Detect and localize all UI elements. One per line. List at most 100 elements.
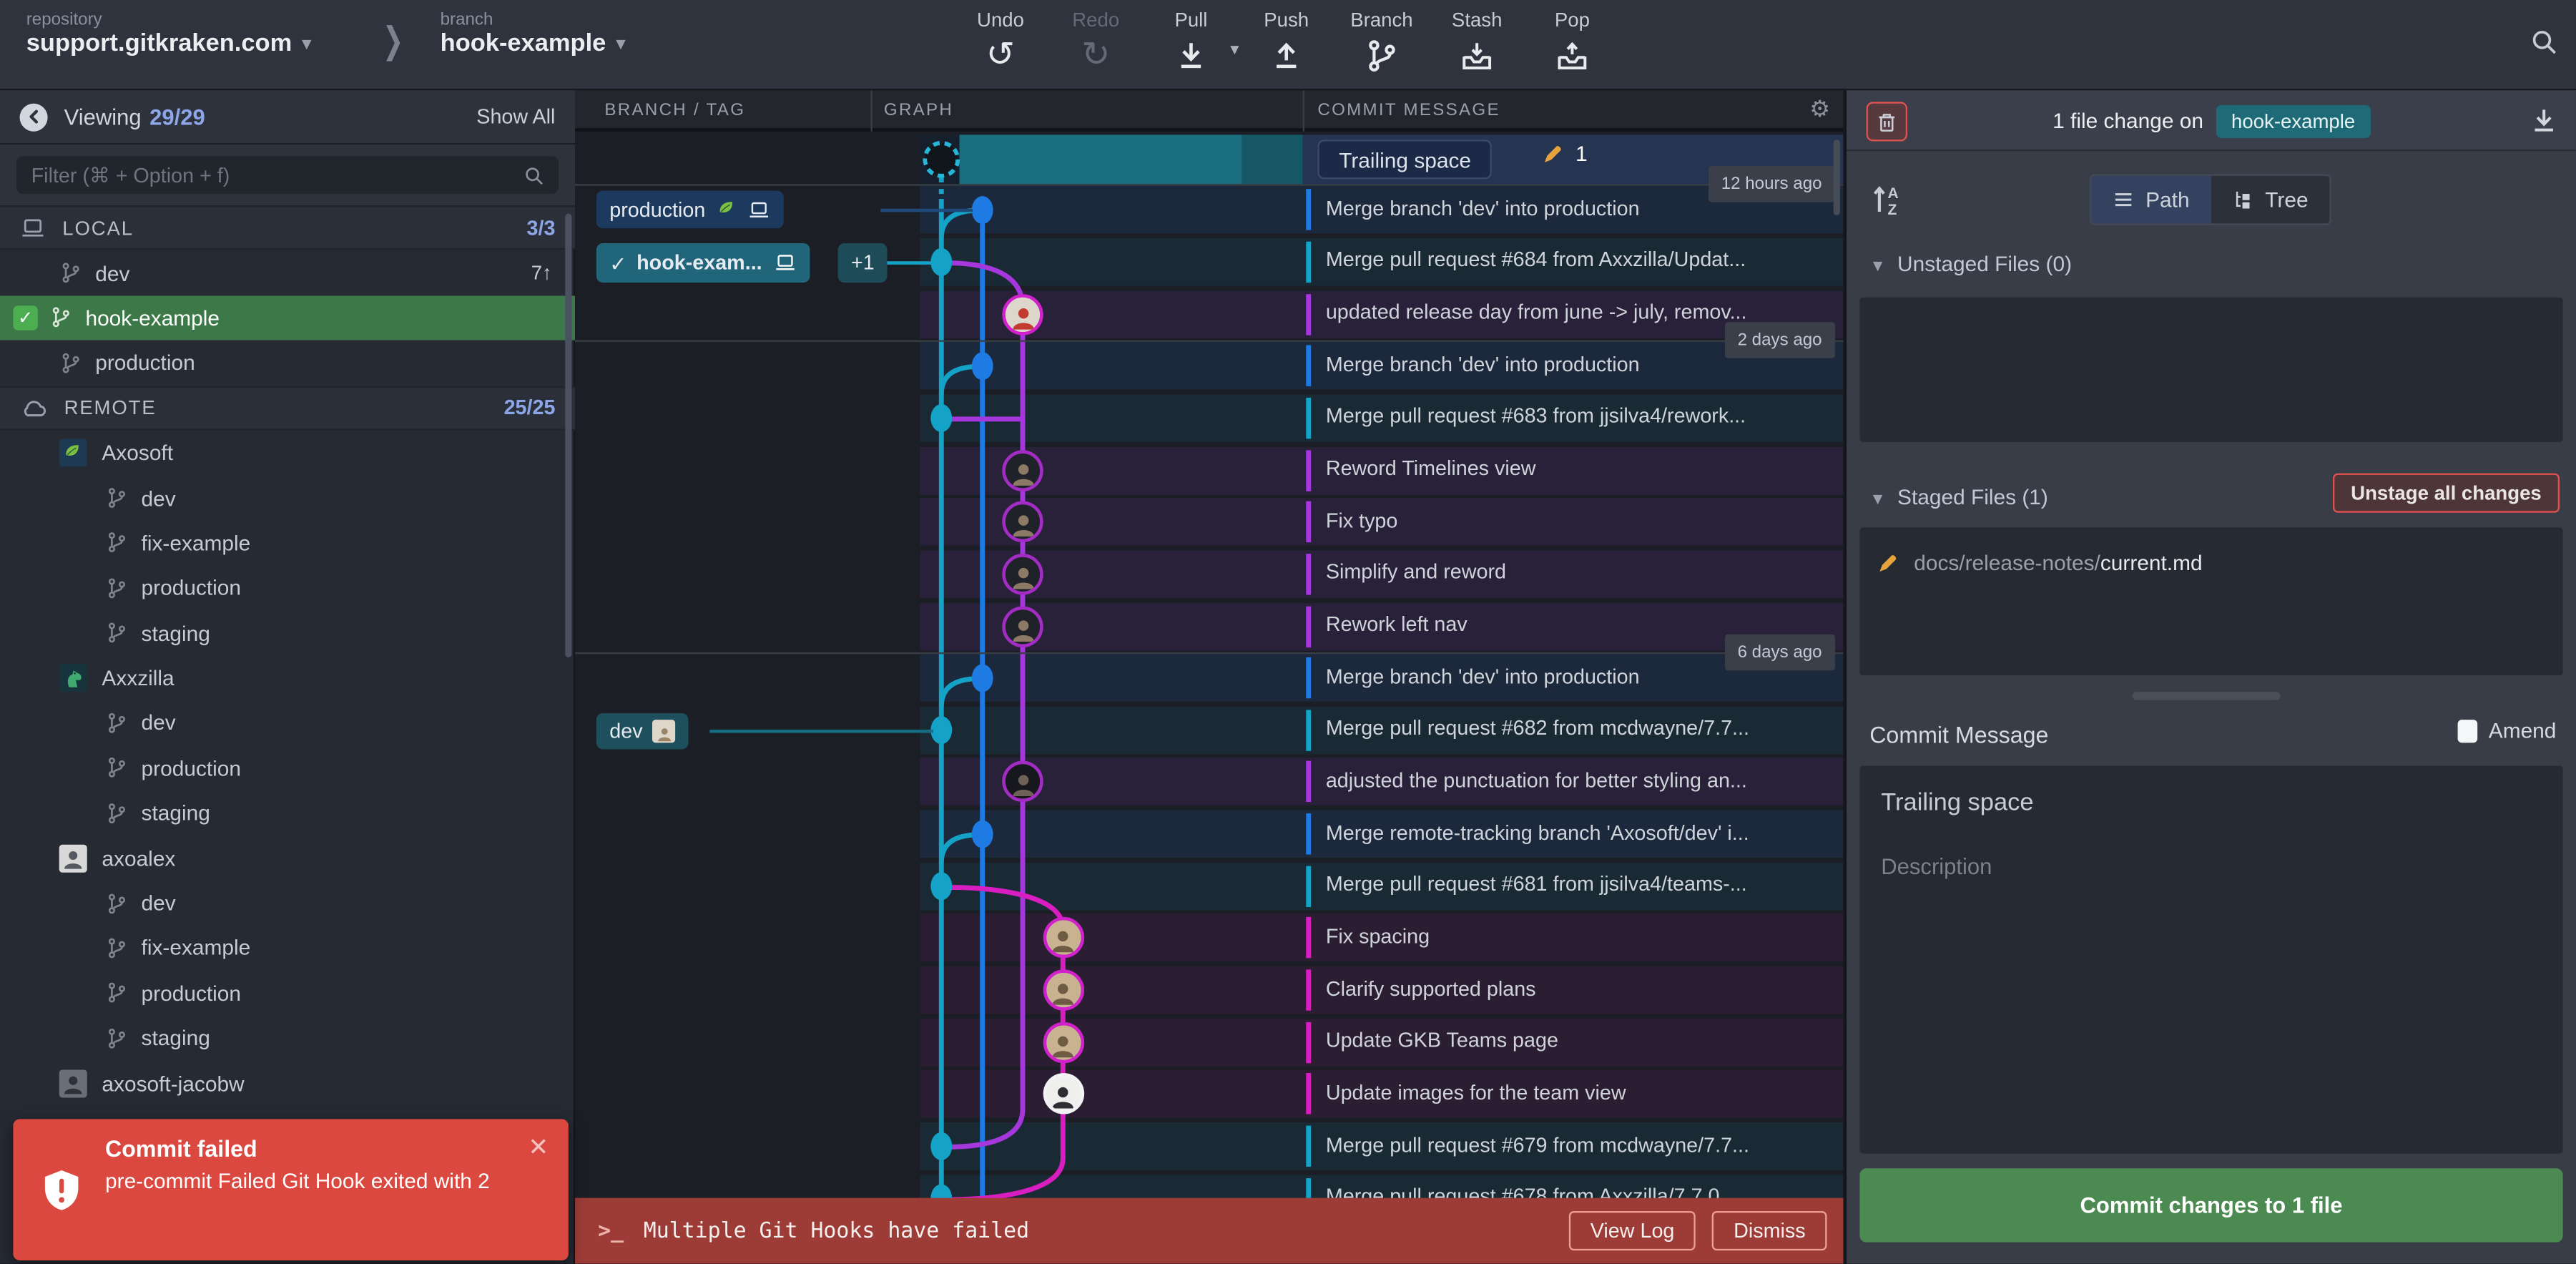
repository-dropdown[interactable]: repository support.gitkraken.com▼ — [26, 10, 315, 58]
remote-branch-axoalex-dev[interactable]: dev — [0, 881, 575, 926]
commit-message[interactable]: Rework left nav — [1326, 613, 1819, 636]
remote-branch-axoalex-production[interactable]: production — [0, 971, 575, 1016]
collapse-sidebar-button[interactable] — [20, 103, 48, 131]
commit-color-tick — [1306, 1022, 1311, 1062]
commit-message[interactable]: Update images for the team view — [1326, 1081, 1819, 1104]
show-all-button[interactable]: Show All — [476, 105, 555, 128]
branch-button[interactable]: Branch — [1334, 5, 1429, 87]
commit-message[interactable]: Clarify supported plans — [1326, 977, 1819, 1000]
branch-dropdown[interactable]: branch hook-example▼ — [441, 10, 629, 58]
close-icon[interactable]: ✕ — [528, 1132, 549, 1162]
remote-group-Axosoft[interactable]: Axosoft — [0, 431, 575, 476]
commit-message[interactable]: Merge pull request #684 from Axxzilla/Up… — [1326, 249, 1819, 272]
remote-branch-Axosoft-production[interactable]: production — [0, 566, 575, 611]
undo-button[interactable]: Undo↺ — [953, 5, 1048, 87]
commit-message[interactable]: updated release day from june -> july, r… — [1326, 301, 1819, 324]
remote-branch-Axxzilla-production[interactable]: production — [0, 745, 575, 790]
toast-message: pre-commit Failed Git Hook exited with 2 — [105, 1167, 546, 1197]
branch-label-ahead-count[interactable]: +1 — [838, 243, 888, 283]
timestamp-badge: 6 days ago — [1724, 635, 1835, 671]
sidebar-item-hook-example[interactable]: ✓hook-example — [0, 295, 575, 341]
path-toggle-button[interactable]: Path — [2091, 176, 2211, 224]
local-section-header[interactable]: LOCAL 3/3 — [0, 205, 575, 250]
commit-message[interactable]: Merge pull request #679 from mcdwayne/7.… — [1326, 1133, 1819, 1156]
commit-color-tick — [1306, 762, 1311, 803]
remote-branch-Axosoft-staging[interactable]: staging — [0, 610, 575, 655]
view-log-button[interactable]: View Log — [1569, 1211, 1696, 1250]
action-toolbar: Undo↺Redo↻Pull▼PushBranchStashPop — [953, 5, 1620, 87]
commit-message[interactable]: Fix typo — [1326, 509, 1819, 531]
person-icon — [1008, 458, 1037, 487]
remote-group-axosoft-jacobw[interactable]: axosoft-jacobw — [0, 1061, 575, 1106]
remote-branch-Axxzilla-staging[interactable]: staging — [0, 790, 575, 836]
local-count: 3/3 — [527, 217, 556, 240]
remote-branch-axoalex-staging[interactable]: staging — [0, 1016, 575, 1061]
push-icon — [1268, 38, 1304, 74]
commit-message-label: Commit Message — [1869, 721, 2048, 748]
staged-files-header[interactable]: ▼Staged Files (1) — [1869, 485, 2048, 509]
checked-out-icon: ✓ — [13, 305, 37, 330]
branch-icon — [105, 712, 128, 735]
remote-group-axoalex[interactable]: axoalex — [0, 836, 575, 881]
stash-download-icon[interactable] — [2528, 105, 2560, 137]
commit-description-placeholder[interactable]: Description — [1881, 855, 2541, 879]
wip-summary-pill[interactable]: Trailing space — [1317, 139, 1493, 179]
stash-button[interactable]: Stash — [1430, 5, 1525, 87]
remote-group-Axxzilla[interactable]: Axxzilla — [0, 655, 575, 700]
pull-button[interactable]: Pull▼ — [1144, 5, 1239, 87]
branch-label-dev[interactable]: dev — [596, 713, 689, 750]
commit-message[interactable]: Update GKB Teams page — [1326, 1029, 1819, 1052]
filter-input[interactable] — [16, 156, 559, 194]
discard-changes-button[interactable] — [1867, 102, 1907, 141]
remote-branch-axoalex-fix-example[interactable]: fix-example — [0, 926, 575, 971]
sidebar-item-production[interactable]: production — [0, 341, 575, 386]
commit-message[interactable]: Merge pull request #681 from jjsilva4/te… — [1326, 873, 1819, 896]
sidebar-scrollbar[interactable] — [565, 214, 571, 657]
commit-author-avatar[interactable] — [1002, 449, 1043, 490]
commit-changes-button[interactable]: Commit changes to 1 file — [1859, 1168, 2562, 1242]
sidebar-item-dev[interactable]: dev7↑ — [0, 250, 575, 295]
graph-scrollbar[interactable] — [1834, 139, 1840, 215]
remote-branch-Axosoft-dev[interactable]: dev — [0, 476, 575, 521]
search-icon[interactable] — [2528, 26, 2560, 58]
commit-summary-input[interactable] — [1881, 789, 2541, 817]
unstage-all-button[interactable]: Unstage all changes — [2333, 474, 2560, 513]
remote-branch-Axosoft-fix-example[interactable]: fix-example — [0, 521, 575, 566]
commit-author-avatar[interactable] — [1043, 969, 1083, 1010]
commit-author-avatar[interactable] — [1002, 606, 1043, 647]
remote-branch-Axxzilla-dev[interactable]: dev — [0, 700, 575, 745]
unstaged-files-header[interactable]: ▼Unstaged Files (0) — [1869, 251, 2072, 275]
redo-button[interactable]: Redo↻ — [1048, 5, 1144, 87]
commit-message[interactable]: Merge remote-tracking branch 'Axosoft/de… — [1326, 821, 1819, 844]
sort-az-icon[interactable] — [1869, 181, 1906, 219]
commit-message[interactable]: Merge pull request #682 from mcdwayne/7.… — [1326, 717, 1819, 740]
commit-graph-panel: BRANCH / TAG GRAPH COMMIT MESSAGE ⚙ Trai… — [575, 90, 1843, 1263]
redo-icon: ↻ — [1081, 39, 1110, 72]
branch-icon — [105, 801, 128, 824]
remote-section-header[interactable]: REMOTE 25/25 — [0, 386, 575, 431]
commit-message[interactable]: Fix spacing — [1326, 925, 1819, 948]
branch-label-hook-example[interactable]: ✓ hook-exam... — [596, 243, 810, 283]
branch-label-production[interactable]: production — [596, 190, 785, 228]
branch-pill[interactable]: hook-example — [2216, 104, 2370, 137]
commit-message[interactable]: adjusted the punctuation for better styl… — [1326, 769, 1819, 792]
tree-toggle-button[interactable]: Tree — [2211, 176, 2329, 224]
commit-author-avatar[interactable] — [1043, 1022, 1083, 1062]
staged-file-row[interactable]: docs/release-notes/current.md — [1859, 537, 2562, 587]
push-button[interactable]: Push — [1239, 5, 1334, 87]
resize-handle[interactable] — [2133, 692, 2281, 700]
amend-control[interactable]: Amend — [2457, 718, 2556, 743]
branch-name: hook-example — [441, 29, 606, 57]
commit-color-tick — [1306, 710, 1311, 750]
commit-author-avatar[interactable] — [1002, 293, 1043, 334]
pop-button[interactable]: Pop — [1525, 5, 1620, 87]
amend-checkbox[interactable] — [2457, 719, 2477, 742]
commit-message[interactable]: Merge pull request #683 from jjsilva4/re… — [1326, 405, 1819, 428]
commit-author-avatar[interactable] — [1002, 554, 1043, 594]
commit-message[interactable]: Simplify and reword — [1326, 561, 1819, 584]
commit-message[interactable]: Reword Timelines view — [1326, 457, 1819, 480]
gear-icon[interactable]: ⚙ — [1809, 95, 1830, 123]
branch-icon — [105, 1027, 128, 1049]
timestamp-badge: 12 hours ago — [1708, 166, 1835, 202]
dismiss-button[interactable]: Dismiss — [1712, 1211, 1827, 1250]
